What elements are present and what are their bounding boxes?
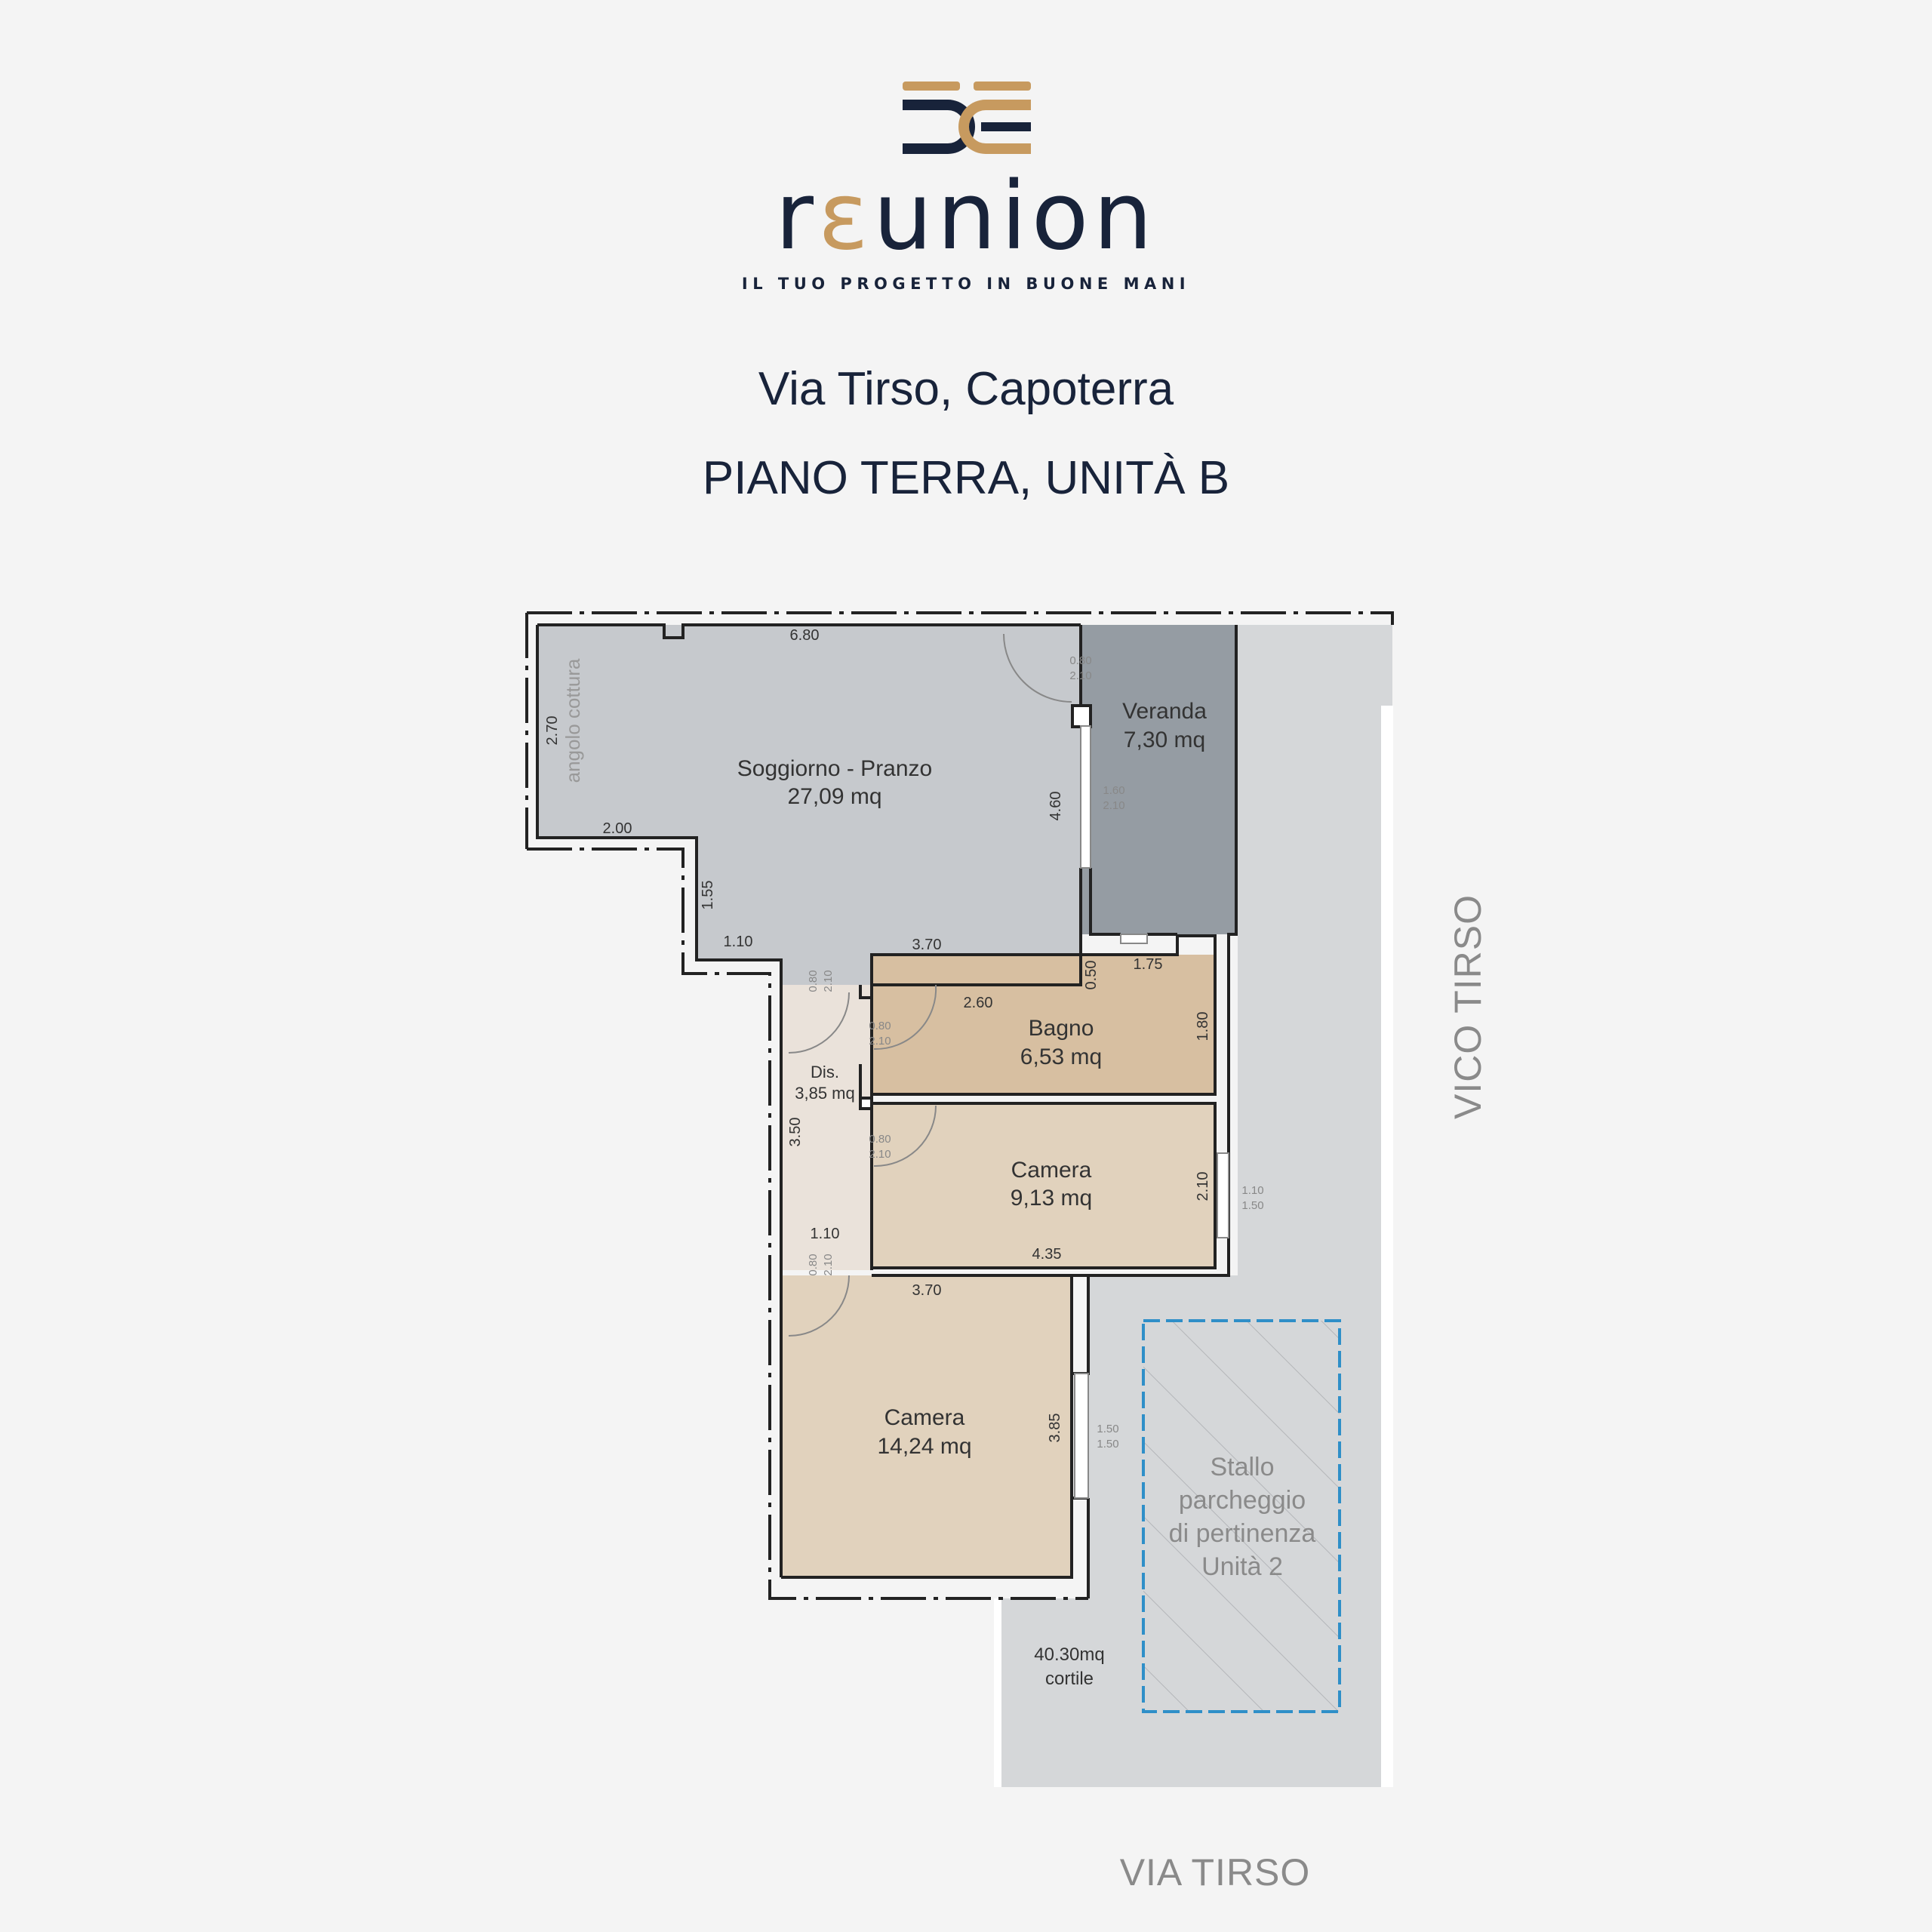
dim-label: 1.55 xyxy=(700,881,716,910)
window-dim-label: 1.60 xyxy=(1103,784,1124,797)
page-subtitle-unit: PIANO TERRA, UNITÀ B xyxy=(702,452,1230,504)
room-bagno xyxy=(872,955,1215,1094)
dim-label: 1.10 xyxy=(811,1226,840,1242)
brand-wordmark: rεunion xyxy=(740,170,1192,263)
label-camera1-name: Camera xyxy=(1011,1158,1092,1183)
reunion-monogram-icon xyxy=(903,82,1031,154)
room-veranda xyxy=(1081,625,1236,934)
dim-label: 3.70 xyxy=(912,1282,942,1299)
window-dim-label: 1.50 xyxy=(1097,1438,1118,1451)
window-dim-label: 1.10 xyxy=(1241,1184,1263,1197)
wordmark-r: r xyxy=(774,162,818,271)
label-bagno-area: 6,53 mq xyxy=(1020,1044,1102,1069)
room-disimpegno xyxy=(781,985,872,1270)
street-label-via-tirso: VIA TIRSO xyxy=(1119,1851,1311,1894)
label-cortile-name: cortile xyxy=(1045,1669,1094,1689)
window-dim-label: 1.50 xyxy=(1241,1199,1263,1212)
dim-label: 6.80 xyxy=(790,627,820,644)
dim-label: 2.60 xyxy=(964,995,993,1011)
label-veranda-area: 7,30 mq xyxy=(1124,728,1205,752)
window-dim-label: 2.10 xyxy=(1103,799,1124,812)
wordmark-accent: ε xyxy=(817,162,873,271)
dim-label: 3.70 xyxy=(912,937,942,953)
label-dis-name: Dis. xyxy=(811,1063,839,1081)
label-parking-1: Stallo xyxy=(1210,1453,1274,1481)
dim-label: 1.10 xyxy=(724,934,753,950)
dim-label: 4.35 xyxy=(1032,1246,1062,1263)
dim-label: 0.50 xyxy=(1083,961,1100,990)
wordmark-union: union xyxy=(872,162,1158,271)
label-camera2-area: 14,24 mq xyxy=(877,1434,971,1459)
label-camera1-area: 9,13 mq xyxy=(1011,1186,1092,1211)
label-veranda-name: Veranda xyxy=(1122,699,1207,724)
window-dim-label: 1.50 xyxy=(1097,1423,1118,1435)
label-dis-area: 3,85 mq xyxy=(795,1084,855,1103)
dim-label: 3.50 xyxy=(787,1118,804,1147)
label-soggiorno-area: 27,09 mq xyxy=(787,784,881,809)
dim-label: 2.10 xyxy=(1195,1172,1211,1201)
door-dim-label: 0.80 xyxy=(807,970,820,992)
dim-label: 2.70 xyxy=(544,716,561,746)
label-camera2-name: Camera xyxy=(884,1405,965,1430)
street-label-vico-tirso: VICO TIRSO xyxy=(1447,894,1489,1120)
dim-label: 1.75 xyxy=(1134,956,1163,973)
label-parking-2: parcheggio xyxy=(1179,1486,1306,1515)
label-soggiorno-name: Soggiorno - Pranzo xyxy=(737,756,933,781)
room-camera-2 xyxy=(781,1275,1072,1577)
room-camera-1 xyxy=(872,1103,1215,1268)
door-dim-label: 2.10 xyxy=(1069,669,1091,682)
label-angolo-cottura: angolo cottura xyxy=(561,658,584,783)
label-parking-4: Unità 2 xyxy=(1201,1552,1283,1581)
label-cortile-area: 40.30mq xyxy=(1034,1644,1104,1665)
room-soggiorno xyxy=(537,625,1081,985)
doors xyxy=(788,633,1072,1337)
door-dim-label: 0.80 xyxy=(869,1133,891,1146)
walls xyxy=(525,611,1394,1600)
dim-label: 4.60 xyxy=(1048,792,1064,821)
dim-label: 2.00 xyxy=(603,820,632,837)
door-dim-label: 2.10 xyxy=(869,1148,891,1161)
dim-label: 3.85 xyxy=(1047,1414,1063,1443)
door-dim-label: 0.80 xyxy=(807,1254,820,1275)
dim-label: 1.80 xyxy=(1195,1012,1211,1041)
parking-stall xyxy=(1142,1319,1341,1713)
page-title-address: Via Tirso, Capoterra xyxy=(758,363,1174,415)
door-dim-label: 2.10 xyxy=(822,970,835,992)
door-dim-label: 2.10 xyxy=(822,1254,835,1275)
windows xyxy=(1074,725,1229,1499)
door-dim-label: 0.80 xyxy=(869,1020,891,1032)
brand-tagline: IL TUO PROGETTO IN BUONE MANI xyxy=(741,275,1191,293)
door-dim-label: 2.10 xyxy=(869,1035,891,1048)
label-parking-3: di pertinenza xyxy=(1169,1519,1316,1548)
door-dim-label: 0.80 xyxy=(1069,654,1091,667)
label-bagno-name: Bagno xyxy=(1029,1016,1094,1041)
